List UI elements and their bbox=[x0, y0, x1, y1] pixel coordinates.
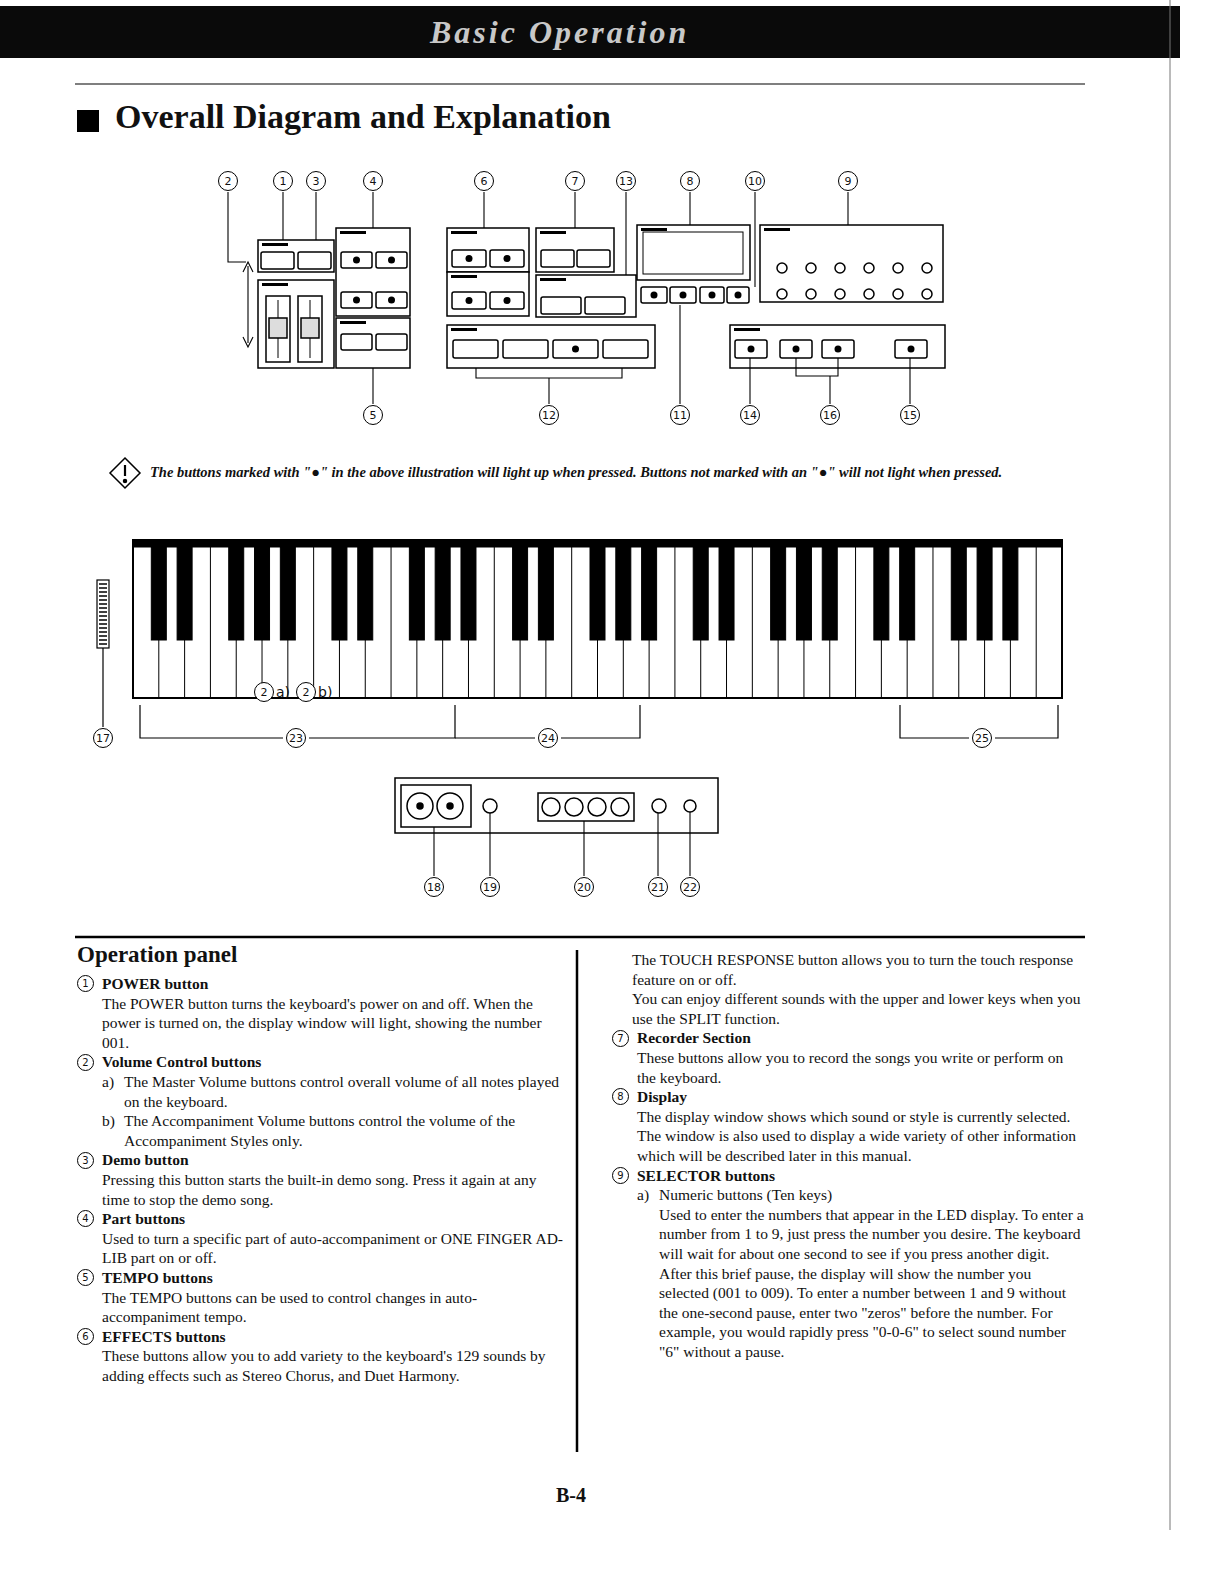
callout-number: 18 bbox=[424, 877, 444, 897]
item-number: 7 bbox=[612, 1030, 629, 1047]
item-text: You can enjoy different sounds with the … bbox=[632, 989, 1084, 1028]
sub-item-letter: b) bbox=[102, 1111, 124, 1150]
header-rule bbox=[75, 83, 1085, 84]
item-row: 9 SELECTOR buttons bbox=[612, 1166, 1084, 1186]
item-number: 2 bbox=[77, 1054, 94, 1071]
item-number: 1 bbox=[77, 975, 94, 992]
callout-number: 11 bbox=[670, 405, 690, 425]
item-number: 5 bbox=[77, 1269, 94, 1286]
item-row: 1 POWER button bbox=[77, 974, 565, 994]
item-row: 8 Display bbox=[612, 1087, 1084, 1107]
control-panel bbox=[258, 225, 945, 368]
rear-panel bbox=[395, 778, 718, 876]
callout-number: 8 bbox=[680, 171, 700, 191]
sub-item-letter: a) bbox=[102, 1072, 124, 1111]
keyboard bbox=[133, 540, 1062, 698]
item-row: 4 Part buttons bbox=[77, 1209, 565, 1229]
item-heading: Demo button bbox=[102, 1150, 189, 1170]
item-number: 6 bbox=[77, 1328, 94, 1345]
callout-number: 1 bbox=[273, 171, 293, 191]
callout-number: 12 bbox=[539, 405, 559, 425]
item-heading: EFFECTS buttons bbox=[102, 1327, 226, 1347]
callout-suffix: b) bbox=[318, 684, 332, 700]
callout-number: 23 bbox=[286, 728, 306, 748]
leader-lines bbox=[228, 192, 910, 404]
callout-number: 2 bbox=[218, 171, 238, 191]
header-bar bbox=[0, 6, 1180, 58]
callout-number: 25 bbox=[972, 728, 992, 748]
scan-edge bbox=[1170, 0, 1171, 1530]
callout-number: 5 bbox=[363, 405, 383, 425]
sub-item-row: b)The Accompaniment Volume buttons contr… bbox=[102, 1111, 565, 1150]
item-number: 3 bbox=[77, 1152, 94, 1169]
item-heading: Display bbox=[637, 1087, 687, 1107]
callout-number: 9 bbox=[838, 171, 858, 191]
item-row: 5 TEMPO buttons bbox=[77, 1268, 565, 1288]
item-row: 7 Recorder Section bbox=[612, 1028, 1084, 1048]
item-number: 4 bbox=[77, 1210, 94, 1227]
title-bullet bbox=[77, 110, 99, 132]
section-heading: Operation panel bbox=[77, 942, 237, 968]
callout-number: 13 bbox=[616, 171, 636, 191]
item-heading: Recorder Section bbox=[637, 1028, 751, 1048]
item-text: The POWER button turns the keyboard's po… bbox=[102, 994, 565, 1053]
page-title: Overall Diagram and Explanation bbox=[115, 98, 611, 136]
item-text: Used to turn a specific part of auto-acc… bbox=[102, 1229, 565, 1268]
item-text: The TEMPO buttons can be used to control… bbox=[102, 1288, 565, 1327]
sub-item-row: a)Numeric buttons (Ten keys) bbox=[637, 1185, 1084, 1205]
caution-icon bbox=[110, 458, 140, 488]
callout-number: 2 bbox=[296, 682, 316, 702]
left-column: 1 POWER buttonThe POWER button turns the … bbox=[77, 974, 565, 1385]
callout-number: 15 bbox=[900, 405, 920, 425]
item-heading: POWER button bbox=[102, 974, 208, 994]
callout-number: 6 bbox=[474, 171, 494, 191]
caution-note: The buttons marked with "●" in the above… bbox=[150, 462, 1085, 482]
right-column: The TOUCH RESPONSE button allows you to … bbox=[612, 950, 1084, 1361]
page-number: B-4 bbox=[556, 1484, 586, 1507]
item-heading: Volume Control buttons bbox=[102, 1052, 261, 1072]
callout-number: 4 bbox=[363, 171, 383, 191]
callout-number: 14 bbox=[740, 405, 760, 425]
callout-number: 16 bbox=[820, 405, 840, 425]
callout-number: 7 bbox=[565, 171, 585, 191]
item-heading: Part buttons bbox=[102, 1209, 185, 1229]
item-row: 2 Volume Control buttons bbox=[77, 1052, 565, 1072]
callout-number: 17 bbox=[93, 728, 113, 748]
speaker-and-brackets bbox=[97, 580, 1058, 738]
callout-number: 21 bbox=[648, 877, 668, 897]
callout-suffix: a) bbox=[276, 684, 290, 700]
sub-item-letter: a) bbox=[637, 1185, 659, 1205]
item-number: 9 bbox=[612, 1167, 629, 1184]
header-text: Basic Operation bbox=[430, 14, 689, 50]
callout-number: 24 bbox=[538, 728, 558, 748]
item-heading: TEMPO buttons bbox=[102, 1268, 213, 1288]
item-heading: SELECTOR buttons bbox=[637, 1166, 775, 1186]
item-row: 6 EFFECTS buttons bbox=[77, 1327, 565, 1347]
sub-item-text: The Master Volume buttons control overal… bbox=[124, 1072, 565, 1111]
callout-number: 19 bbox=[480, 877, 500, 897]
item-text: The display window shows which sound or … bbox=[637, 1107, 1084, 1166]
item-text: The TOUCH RESPONSE button allows you to … bbox=[632, 950, 1084, 989]
item-number: 8 bbox=[612, 1088, 629, 1105]
header-band: Basic Operation bbox=[430, 14, 689, 51]
item-row: 3 Demo button bbox=[77, 1150, 565, 1170]
section-rule bbox=[75, 936, 1085, 939]
sub-item-row: a)The Master Volume buttons control over… bbox=[102, 1072, 565, 1111]
callout-number: 2 bbox=[254, 682, 274, 702]
callout-number: 20 bbox=[574, 877, 594, 897]
sub-item-text: The Accompaniment Volume buttons control… bbox=[124, 1111, 565, 1150]
item-text: Used to enter the numbers that appear in… bbox=[659, 1205, 1084, 1362]
callout-number: 22 bbox=[680, 877, 700, 897]
item-text: Pressing this button starts the built-in… bbox=[102, 1170, 565, 1209]
item-text: These buttons allow you to record the so… bbox=[637, 1048, 1084, 1087]
column-divider bbox=[576, 950, 579, 1452]
sub-item-text: Numeric buttons (Ten keys) bbox=[659, 1185, 1084, 1205]
callout-number: 10 bbox=[745, 171, 765, 191]
callout-number: 3 bbox=[306, 171, 326, 191]
item-text: These buttons allow you to add variety t… bbox=[102, 1346, 565, 1385]
